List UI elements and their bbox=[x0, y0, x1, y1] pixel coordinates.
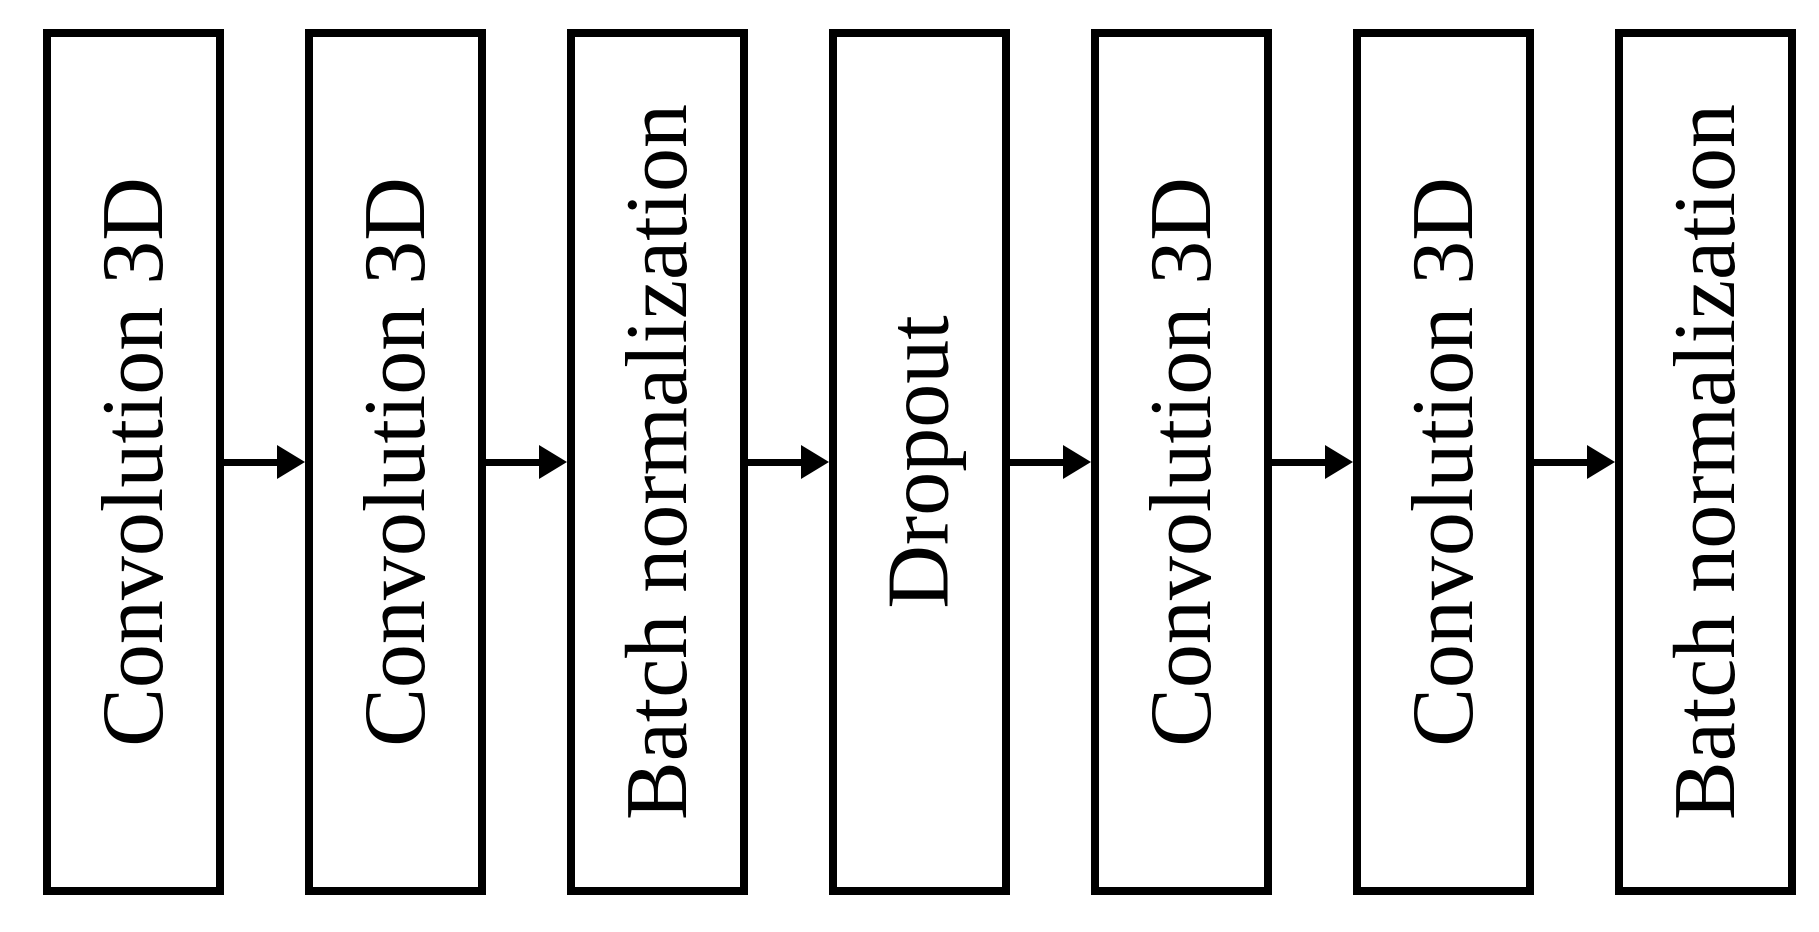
arrow-shaft bbox=[1010, 458, 1063, 466]
node-label: Batch normalization bbox=[608, 104, 706, 820]
arrow-shaft bbox=[748, 458, 801, 466]
node-label: Convolution 3D bbox=[1394, 177, 1492, 747]
flow-arrow-1 bbox=[224, 29, 305, 895]
arrow-shaft bbox=[1534, 458, 1587, 466]
flow-arrow-4 bbox=[1010, 29, 1091, 895]
node-label: Dropout bbox=[870, 315, 968, 609]
node-label: Convolution 3D bbox=[84, 177, 182, 747]
flow-arrow-2 bbox=[486, 29, 567, 895]
node-convolution-3d-2: Convolution 3D bbox=[305, 29, 486, 895]
arrow-head-icon bbox=[1063, 445, 1091, 479]
node-batch-normalization-1: Batch normalization bbox=[567, 29, 748, 895]
node-label: Batch normalization bbox=[1656, 104, 1754, 820]
node-label: Convolution 3D bbox=[1132, 177, 1230, 747]
flow-arrow-3 bbox=[748, 29, 829, 895]
node-convolution-3d-3: Convolution 3D bbox=[1091, 29, 1272, 895]
arrow-head-icon bbox=[1325, 445, 1353, 479]
node-convolution-3d-4: Convolution 3D bbox=[1353, 29, 1534, 895]
node-convolution-3d-1: Convolution 3D bbox=[43, 29, 224, 895]
arrow-shaft bbox=[1272, 458, 1325, 466]
arrow-shaft bbox=[224, 458, 277, 466]
arrow-head-icon bbox=[539, 445, 567, 479]
node-batch-normalization-2: Batch normalization bbox=[1615, 29, 1796, 895]
arrow-shaft bbox=[486, 458, 539, 466]
flow-row: Convolution 3D Convolution 3D Batch norm… bbox=[43, 29, 1796, 895]
flow-arrow-6 bbox=[1534, 29, 1615, 895]
arrow-head-icon bbox=[1587, 445, 1615, 479]
node-dropout: Dropout bbox=[829, 29, 1010, 895]
arrow-head-icon bbox=[277, 445, 305, 479]
arrow-head-icon bbox=[801, 445, 829, 479]
flow-arrow-5 bbox=[1272, 29, 1353, 895]
node-label: Convolution 3D bbox=[346, 177, 444, 747]
